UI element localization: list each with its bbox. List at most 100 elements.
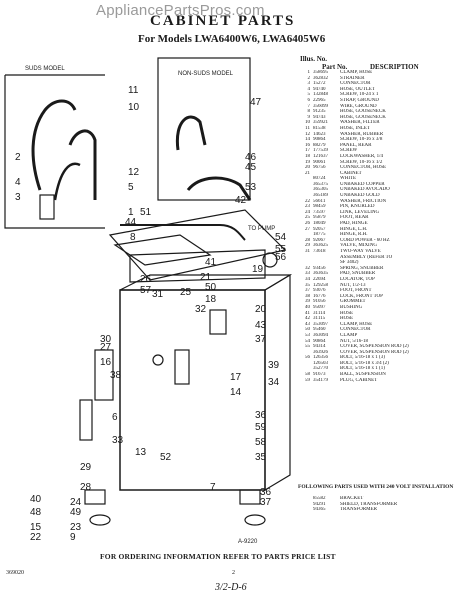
part-no-cell: 73618: [313, 249, 326, 254]
description-cell: CONNECTOR: [340, 81, 371, 87]
part-no-cell: 80724: [313, 176, 326, 182]
illus-no-cell: 9: [307, 114, 311, 120]
illus-no-cell: 11: [305, 125, 310, 131]
illus-no-cell: 25: [305, 215, 310, 221]
illus-no-cell: 4: [307, 86, 311, 92]
suds-model-frame: [4, 75, 105, 229]
watermark: AppliancePartsPros.com: [96, 2, 265, 19]
illus-no-cell: 35: [305, 282, 310, 288]
description-cell: LOCATOR, TOP: [340, 276, 375, 282]
part-no-cell: 94314: [313, 344, 326, 350]
diagram-callout: 14: [230, 387, 242, 398]
part-no-cell: 93456: [313, 265, 326, 271]
description-cell: UNBAKED AVOCADO: [340, 187, 390, 193]
description-cell: BALL, SUSPENSION: [340, 372, 386, 378]
part-no-cell: 352770: [313, 366, 328, 372]
illus-no-cell: 16: [305, 142, 310, 148]
description-cell: SCREW, 10-16 x 3/8: [340, 137, 383, 143]
illus-no-cell: 1: [307, 70, 311, 75]
illus-no-cell: 28: [305, 237, 310, 243]
description-cell: UNBAKED COPPER: [340, 181, 385, 187]
part-no-cell: 94365: [313, 507, 326, 513]
suds-model-label: SUDS MODEL: [25, 66, 65, 72]
illus-no-cell: 8: [307, 109, 311, 115]
description-cell: BUSHING: [340, 304, 363, 310]
description-cell: CLAMP, HOSE: [340, 70, 373, 75]
description-cell: SPRING, SNUBBER: [340, 265, 384, 271]
diagram-callout: 31: [152, 289, 164, 300]
diagram-callout: 6: [112, 412, 118, 423]
diagram-callout: 27: [100, 342, 112, 353]
diagram-callout: 46: [245, 152, 257, 163]
description-cell: SCREW: [340, 148, 358, 154]
diagram-callout: 9: [70, 532, 76, 543]
description-cell: CLAMP, HOSE: [340, 321, 373, 327]
part-no-cell: 363926: [313, 349, 328, 355]
cabinet: [119, 289, 266, 491]
part-no-cell: 359921: [313, 120, 328, 126]
part-no-cell: 126503: [313, 360, 328, 366]
suds-hose: [31, 99, 77, 191]
description-cell: HINGE, L.H.: [340, 226, 368, 232]
part-no-cell: 95879: [313, 215, 326, 221]
inlet-hose: [120, 224, 246, 241]
description-cell: COVER, SUSPENSION ROD (2): [340, 344, 409, 350]
diagram-callout: 58: [255, 437, 267, 448]
part-no-cell: 94291: [313, 501, 326, 507]
description-cell: HOSE, GOOSENECK: [340, 109, 386, 115]
description-cell: LINK, LEVELING: [340, 209, 380, 215]
part-no-cell: 94743: [313, 114, 326, 120]
part-no-cell: 353097: [313, 321, 328, 327]
description-cell: HOSE: [340, 310, 354, 316]
diagram-callout: 37: [260, 497, 272, 508]
diagram-callout: 51: [140, 207, 152, 218]
description-cell: COVER, SUSPENSION ROD (2): [340, 349, 409, 355]
part-no-cell: 356099: [313, 103, 328, 109]
diagram-callout: 26: [140, 274, 152, 285]
description-cell: PAD, HINGE: [340, 221, 368, 227]
illus-no-cell: 20: [305, 165, 310, 171]
description-cell: NUT, 1/2-13: [340, 282, 366, 288]
illus-no-cell: 18: [305, 153, 310, 159]
description-cell: WASHER, RUBBER: [340, 131, 384, 137]
part-no-cell: 365189: [313, 193, 328, 199]
diagram-callout: 41: [205, 257, 217, 268]
diagram-callout: 42: [235, 195, 247, 206]
diagram-callout: 59: [255, 422, 267, 433]
illus-no-cell: 41: [305, 310, 310, 316]
part-no-cell: 358695: [313, 70, 328, 75]
illus-no-cell: 31: [305, 249, 310, 254]
illus-no-cell: 26: [305, 221, 310, 227]
diagram-callout: 1: [128, 207, 134, 218]
diagram-callout: 17: [230, 372, 242, 383]
diagram-callout: 12: [128, 167, 140, 178]
illus-no-cell: 29: [305, 243, 310, 249]
diagram-callout: 24: [70, 497, 82, 508]
diagram-callout: 5: [128, 182, 134, 193]
ordering-note: FOR ORDERING INFORMATION REFER TO PARTS …: [100, 552, 336, 561]
diagram-callout: 4: [15, 177, 21, 188]
diagram-callout: 54: [275, 232, 287, 243]
part-no-cell: 90864: [313, 338, 326, 344]
